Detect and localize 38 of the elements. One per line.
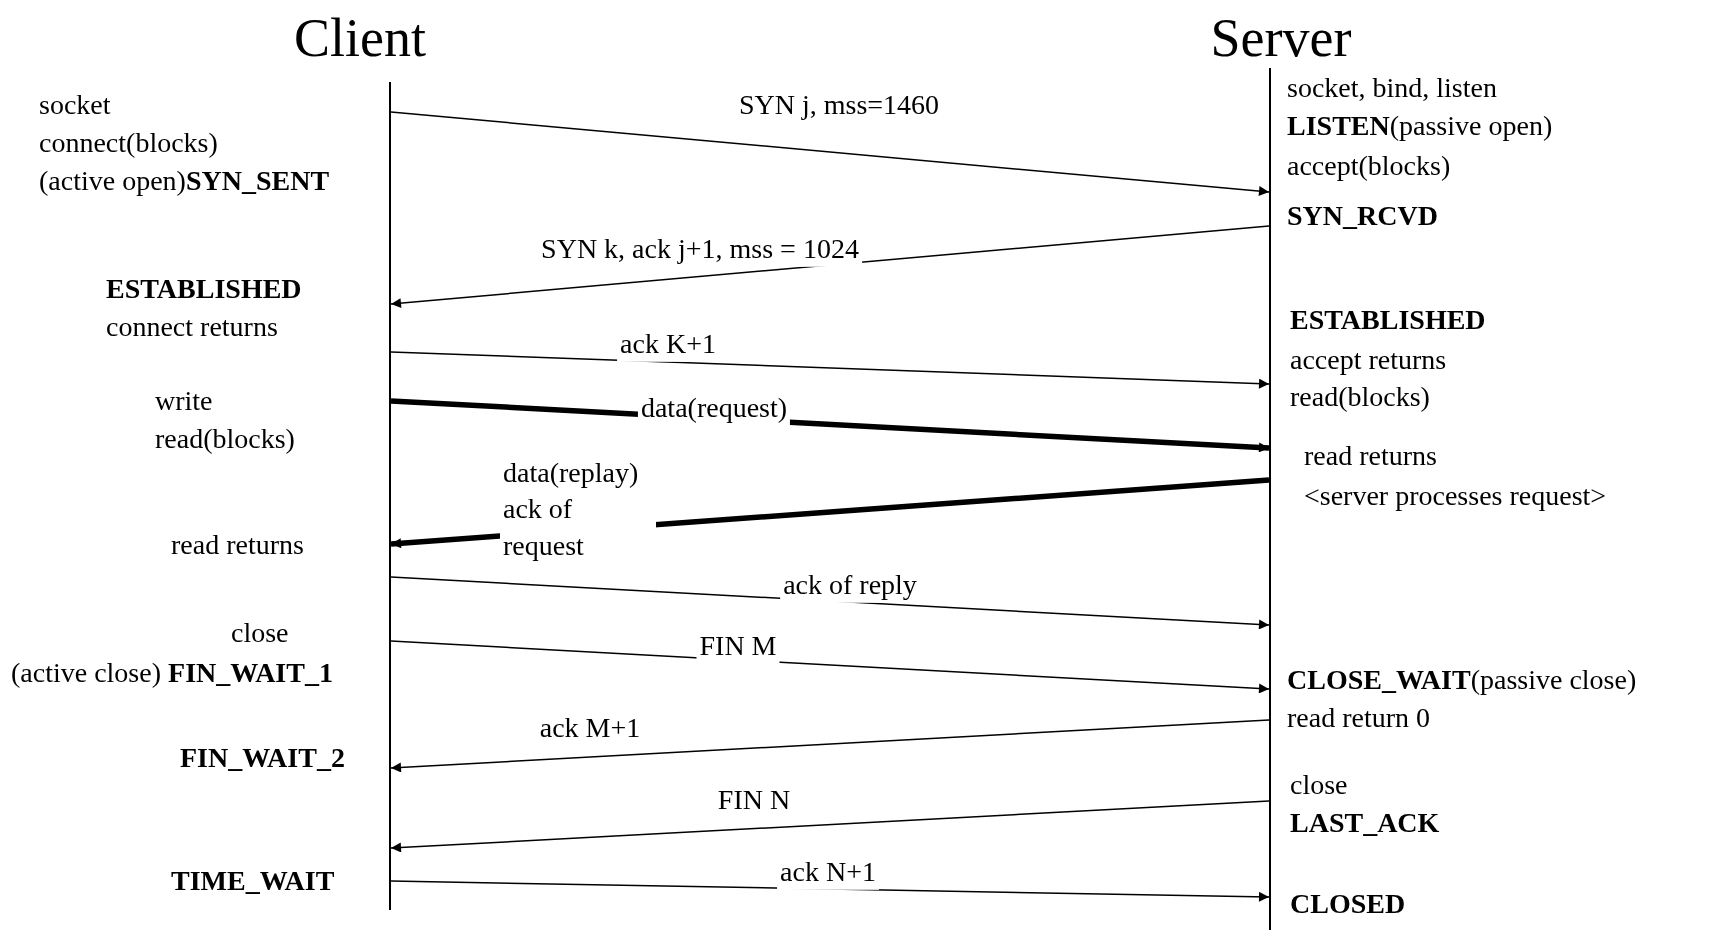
lifeline-title: Client xyxy=(294,6,426,70)
state-text: socket, bind, listen xyxy=(1287,71,1497,105)
state-text: accept returns xyxy=(1290,343,1447,377)
state-text: read return 0 xyxy=(1287,701,1431,735)
state-text: CLOSED xyxy=(1290,887,1406,921)
message-arrow xyxy=(390,225,1270,309)
message-arrow xyxy=(390,640,1270,694)
state-text: FIN_WAIT_2 xyxy=(180,741,345,775)
state-text: connect returns xyxy=(106,310,278,344)
state-text: CLOSE_WAIT(passive close) xyxy=(1287,663,1637,697)
state-text: ESTABLISHED xyxy=(1290,303,1486,337)
state-text: ESTABLISHED xyxy=(106,272,302,306)
state-text: read(blocks) xyxy=(155,422,295,456)
state-text: socket xyxy=(39,88,111,122)
message-arrow xyxy=(390,719,1270,773)
state-text: accept(blocks) xyxy=(1287,149,1451,183)
state-text: TIME_WAIT xyxy=(171,864,335,898)
state-text: (active open)SYN_SENT xyxy=(39,164,330,198)
state-text: (active close) FIN_WAIT_1 xyxy=(11,656,333,690)
state-text: read returns xyxy=(1304,439,1437,473)
message-arrow xyxy=(390,111,1270,197)
state-text: connect(blocks) xyxy=(39,126,218,160)
state-text: close xyxy=(1290,768,1348,802)
lifeline xyxy=(389,82,391,910)
state-text: LISTEN(passive open) xyxy=(1287,109,1553,143)
lifeline-title: Server xyxy=(1210,6,1352,70)
state-text: write xyxy=(155,384,213,418)
message-arrow xyxy=(390,351,1270,389)
message-arrow xyxy=(390,576,1270,630)
message-arrow xyxy=(390,880,1270,902)
state-text: SYN_RCVD xyxy=(1287,199,1438,233)
state-text: <server processes request> xyxy=(1304,479,1607,513)
state-text: read(blocks) xyxy=(1290,380,1430,414)
lifeline xyxy=(1269,68,1271,930)
state-text: read returns xyxy=(171,528,304,562)
message-arrow xyxy=(390,800,1270,853)
state-text: LAST_ACK xyxy=(1290,806,1440,840)
state-text: close xyxy=(231,616,289,650)
